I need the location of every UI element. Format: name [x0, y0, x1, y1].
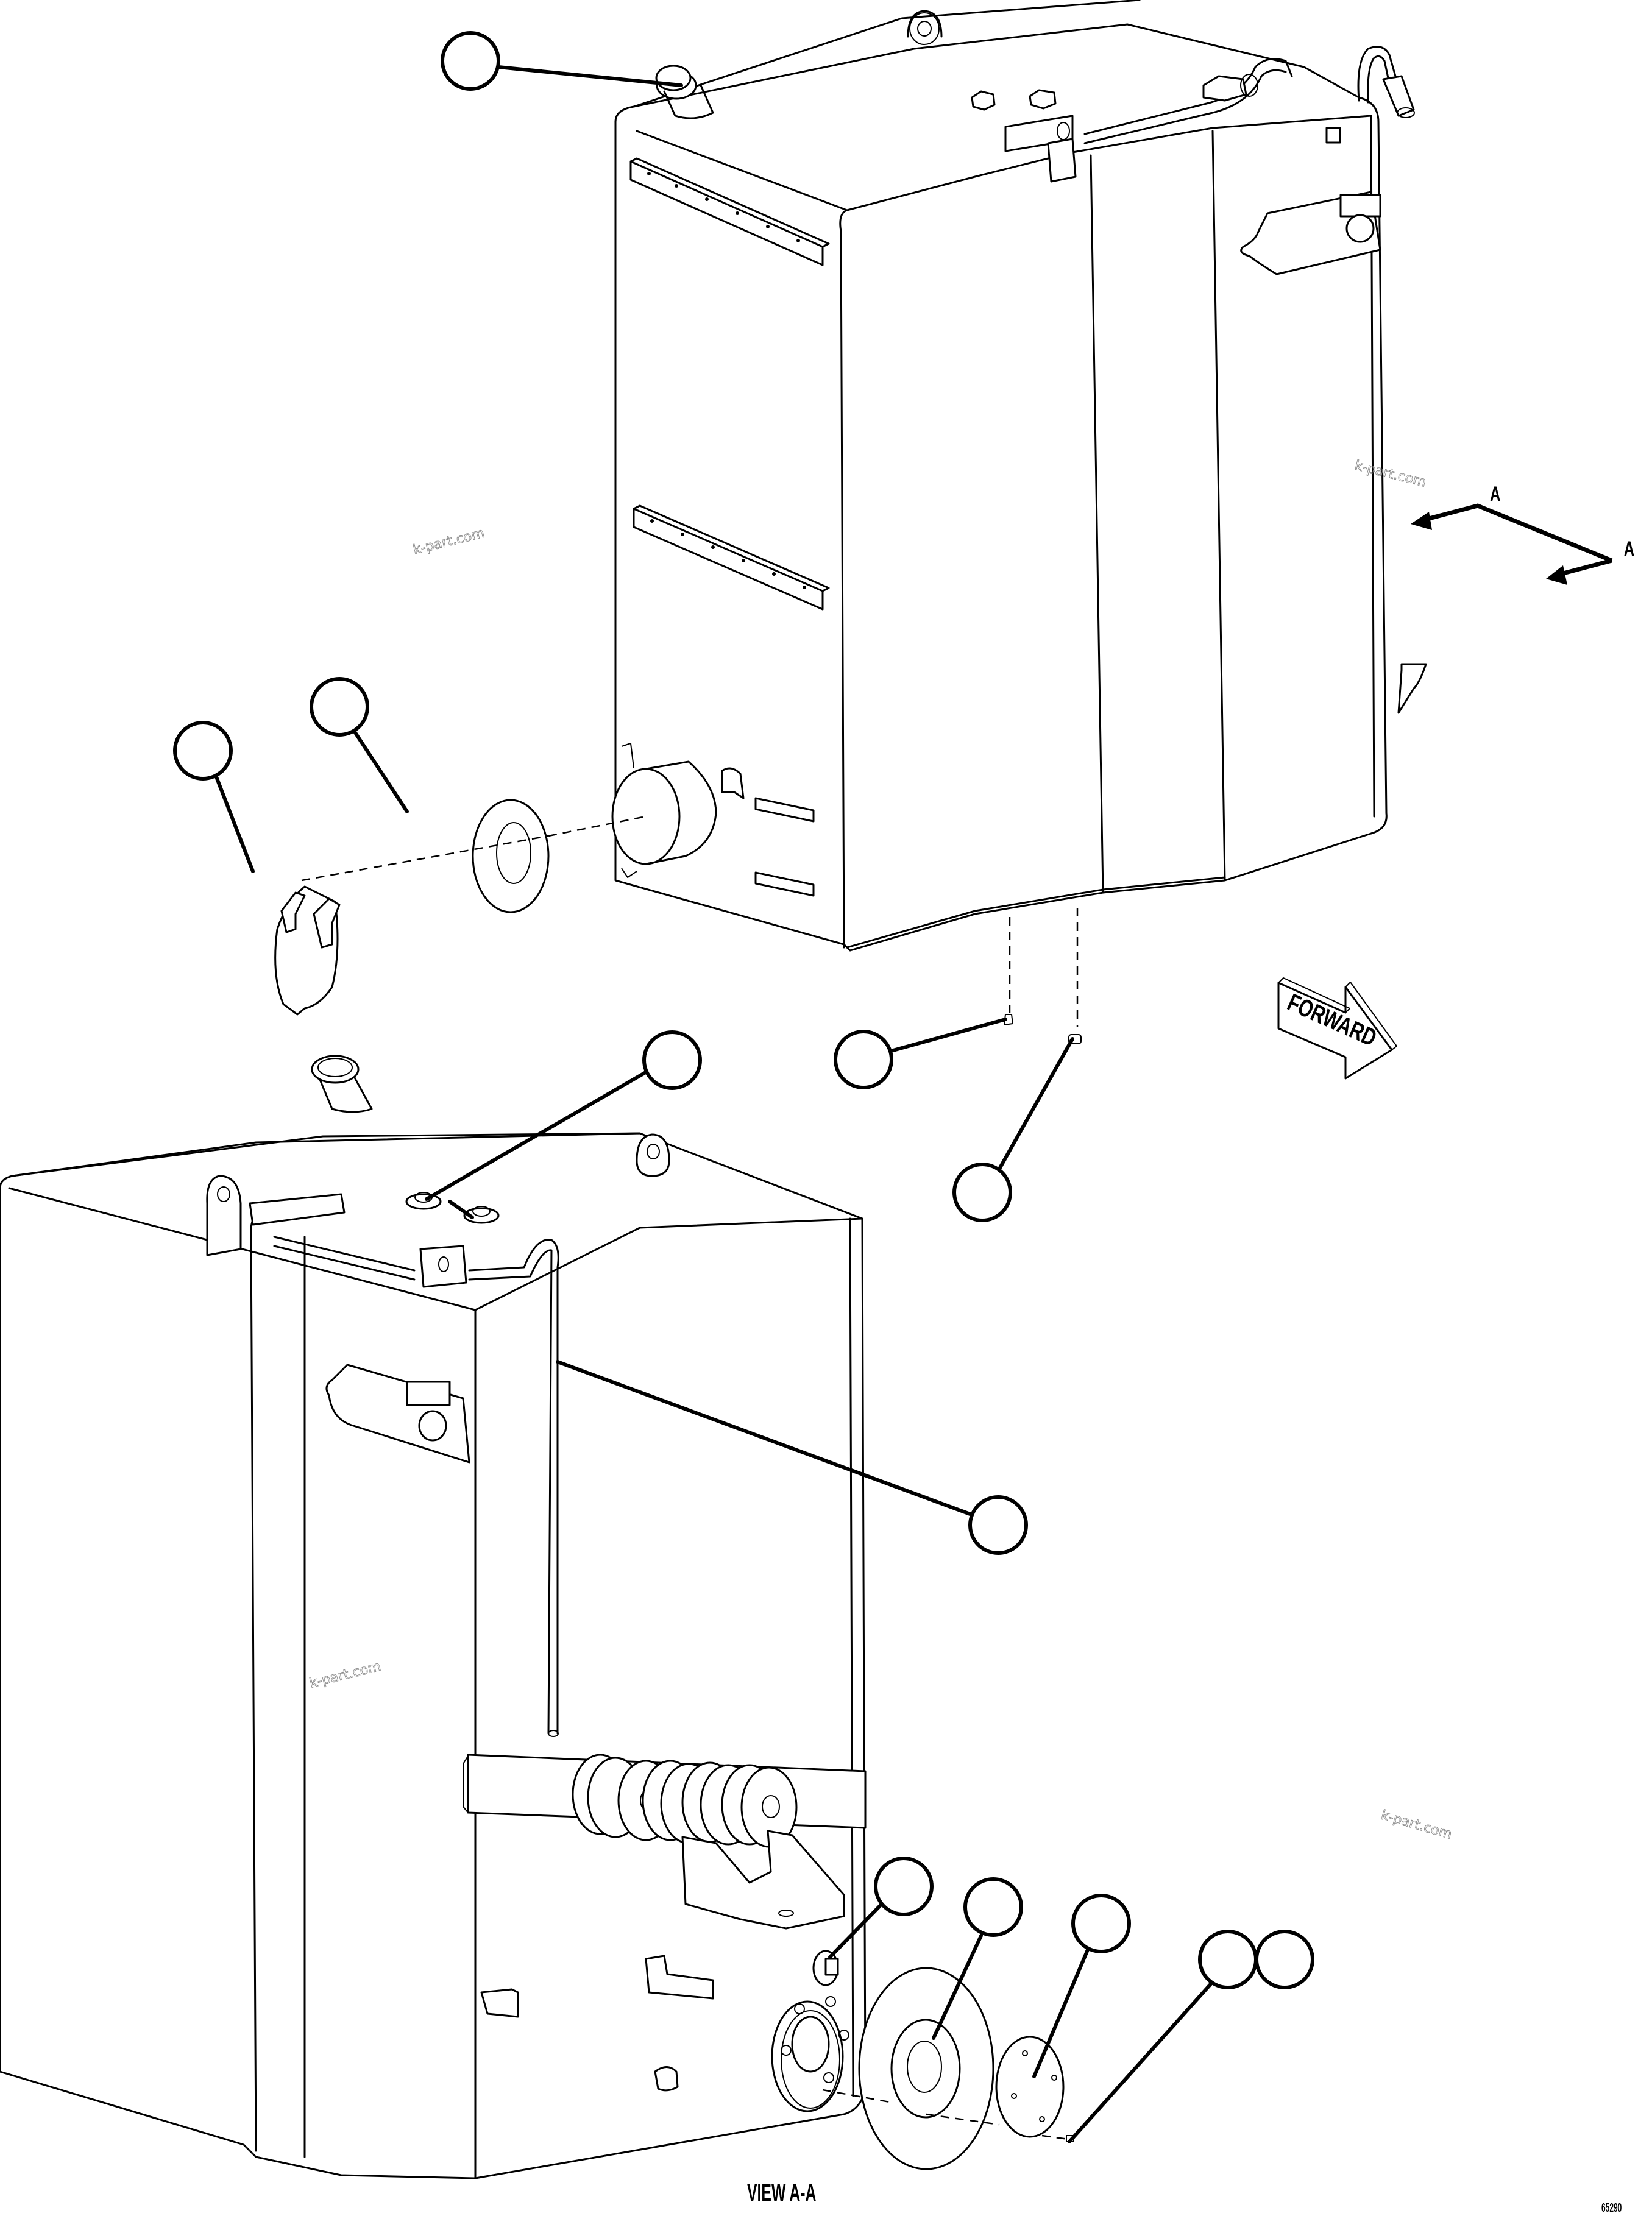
upper-access-port: [611, 743, 745, 878]
callout-bubble-7[interactable]: [968, 1495, 1028, 1555]
exploded-gasket: [472, 799, 550, 913]
callout-bubble-12[interactable]: [1255, 1930, 1314, 1989]
callout-bubble-10[interactable]: [1071, 1894, 1131, 1953]
lower-sight-panel: [325, 1364, 470, 1464]
upper-mount-strip-2: [633, 504, 830, 611]
watermark-upper-left: k-part.com: [411, 526, 486, 558]
lower-filler-neck: [311, 1055, 373, 1113]
lower-tank: [0, 1055, 867, 2179]
exploded-lower-cover: [995, 2036, 1065, 2138]
watermark-lower-right: k-part.com: [1379, 1808, 1453, 1843]
callout-bubble-5[interactable]: [834, 1030, 893, 1089]
callout-bubble-11[interactable]: [1198, 1930, 1258, 1989]
roller-washer-group: [572, 1754, 798, 1848]
callout-bubble-2[interactable]: [173, 721, 233, 781]
section-label-lower: A: [1624, 537, 1634, 561]
upper-mount-strip-1: [629, 157, 830, 266]
lower-sight-plug: [812, 1950, 839, 1986]
lower-strap-assembly: [463, 1754, 867, 1930]
callout-bubble-9[interactable]: [963, 1877, 1023, 1937]
lower-tank-body: [0, 1132, 867, 2179]
figure-id: 65290: [1601, 2201, 1622, 2215]
lower-drain-flange: [771, 1996, 849, 2112]
forward-direction-arrow: FORWARD: [1277, 977, 1397, 1080]
exploded-cover-plate: [274, 885, 341, 1016]
callout-bubble-4[interactable]: [642, 1030, 702, 1090]
section-label-upper: A: [1490, 483, 1500, 506]
upper-tank-body: [614, 23, 1388, 952]
callouts: [173, 31, 1314, 2143]
view-label: VIEW A-A: [747, 2179, 816, 2206]
upper-tank: [611, 0, 1427, 1044]
callout-bubble-1[interactable]: [441, 31, 500, 91]
upper-top-fittings: [971, 46, 1415, 183]
exploded-lower-gasket-shape: [890, 2019, 961, 2119]
section-marker-a-a: [1411, 503, 1613, 585]
upper-sight-panel: [1240, 191, 1381, 275]
callout-bubble-3[interactable]: [310, 677, 369, 737]
callout-bubble-6[interactable]: [952, 1163, 1012, 1222]
callout-bubble-8[interactable]: [874, 1857, 934, 1916]
